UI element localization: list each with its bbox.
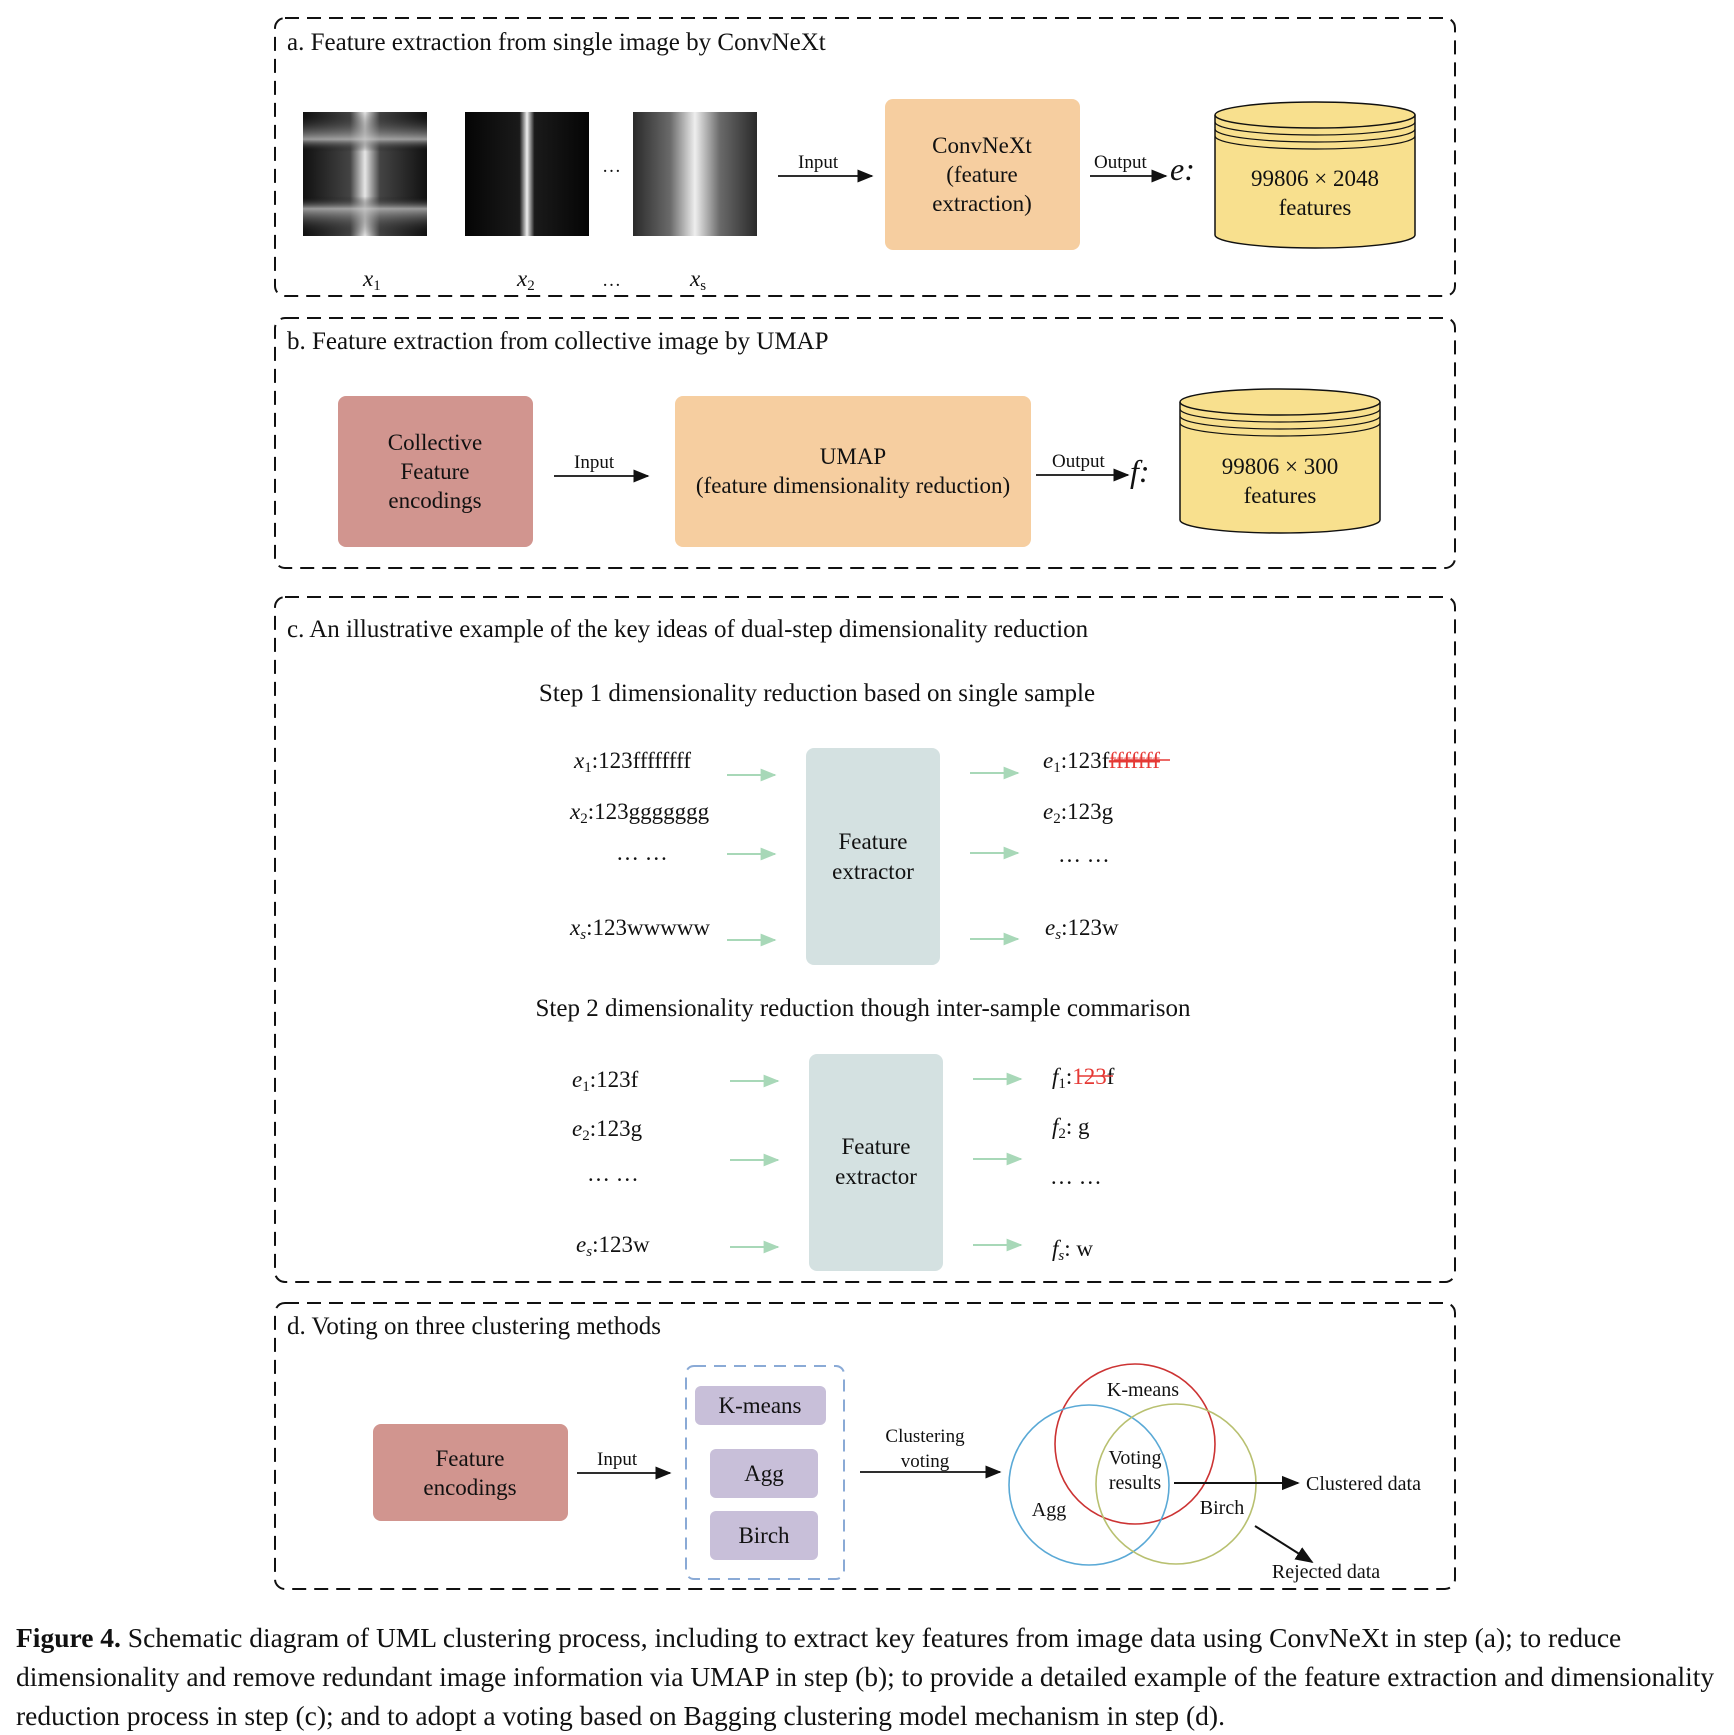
input-label-a: Input [798,152,839,173]
step1-extractor-line2: extractor [832,859,914,884]
convnext-box-line3: extraction) [932,191,1032,216]
var-f: f: [1130,453,1150,489]
image-xs-label: xs [689,266,706,294]
collective-box-line1: Collective [388,430,483,455]
step1-extractor-box [806,748,940,965]
umap-box [675,396,1031,547]
clustered-data-label: Clustered data [1306,1473,1421,1495]
input-label-b: Input [574,452,615,473]
step2-input-ellipsis: … … [587,1161,639,1186]
image-xs [633,112,757,236]
convnext-box-line2: (feature [946,162,1018,187]
database-a-line2: features [1279,195,1352,220]
collective-box-line3: encodings [388,488,481,513]
umap-box-line1: UMAP [820,444,886,469]
birch-box [710,1511,818,1560]
rejected-data-label: Rejected data [1272,1561,1380,1583]
image-x1-highlights [303,112,427,236]
output-label-a: Output [1094,152,1148,173]
image-x2 [465,112,589,236]
labels-ellipsis: … [602,270,621,291]
database-b-line2: features [1244,483,1317,508]
agg-label: Agg [744,1461,784,1486]
step2-input-s: es:123w [576,1232,650,1260]
output-label-b: Output [1052,451,1106,472]
database-b-line1: 99806 × 300 [1222,454,1338,479]
venn-kmeans-circle [1054,1363,1216,1525]
var-e: e: [1170,151,1195,187]
venn-center-line2: results [1109,1472,1161,1494]
panel-c: c. An illustrative example of the key id… [274,596,1456,1283]
database-b [1179,388,1381,534]
collective-box-line2: Feature [401,459,470,484]
panel-d-title: d. Voting on three clustering methods [287,1313,661,1340]
step1-extractor-line1: Feature [839,829,908,854]
caption-text: Schematic diagram of UML clustering proc… [16,1622,1715,1731]
step2-input-1: e1:123f [572,1067,639,1095]
convnext-box [885,99,1080,250]
step1-input-ellipsis: … … [616,840,668,865]
input-label-d: Input [597,1449,638,1470]
step2-extractor-line1: Feature [842,1134,911,1159]
collective-encodings-box [338,396,533,547]
image-x2-label: x2 [516,266,535,294]
voting-label-line1: Clustering [885,1426,965,1447]
umap-box-line2: (feature dimensionality reduction) [696,473,1010,498]
database-a-line1: 99806 × 2048 [1251,166,1379,191]
images-ellipsis: … [602,156,621,177]
venn-agg-label: Agg [1032,1499,1066,1521]
step1-output-2: e2:123g [1043,799,1114,827]
panel-a-title: a. Feature extraction from single image … [287,29,826,56]
methods-group [685,1365,845,1580]
agg-box [710,1449,818,1498]
feature-encodings-line2: encodings [423,1475,516,1500]
step1-output-1: e1:123ffffffff [1043,748,1160,776]
step1-input-2: x2:123ggggggg [569,799,710,827]
step1-input-1: x1:123ffffffff [573,748,691,776]
panel-d: d. Voting on three clustering methods Fe… [274,1302,1456,1590]
panel-a: a. Feature extraction from single image … [274,17,1456,297]
voting-label-line2: voting [901,1451,950,1472]
step1-output-ellipsis: … … [1058,842,1110,867]
step2-heading: Step 2 dimensionality reduction though i… [536,995,1191,1022]
image-x1-label: x1 [362,266,381,294]
venn-kmeans-label: K-means [1107,1379,1179,1401]
step2-output-1: f1:123f [1052,1064,1115,1092]
rejected-arrow [1254,1525,1314,1563]
diagram-canvas: a. Feature extraction from single image … [274,17,1456,1590]
step2-input-2: e2:123g [572,1116,643,1144]
step2-output-ellipsis: … … [1050,1164,1102,1189]
panel-b: b. Feature extraction from collective im… [274,317,1456,569]
feature-encodings-line1: Feature [436,1446,505,1471]
panel-b-title: b. Feature extraction from collective im… [287,328,829,355]
step2-output-s: fs: w [1052,1236,1093,1264]
figure-caption: Figure 4. Schematic diagram of UML clust… [16,1618,1716,1735]
venn-center-line1: Voting [1109,1447,1162,1469]
step2-extractor-line2: extractor [835,1164,917,1189]
feature-encodings-box [373,1424,568,1521]
step2-output-2: f2: g [1052,1114,1090,1142]
convnext-box-line1: ConvNeXt [932,133,1032,158]
panel-c-border [274,596,1456,1283]
step2-extractor-box [809,1054,943,1271]
step1-output-s: es:123w [1045,915,1119,943]
database-a [1214,101,1416,249]
step1-heading: Step 1 dimensionality reduction based on… [539,680,1095,707]
panel-b-border [274,317,1456,569]
step1-input-s: xs:123wwwww [569,915,710,943]
venn-birch-label: Birch [1200,1497,1244,1519]
panel-c-title: c. An illustrative example of the key id… [287,616,1089,643]
caption-label: Figure 4. [16,1622,121,1653]
kmeans-box [695,1386,826,1425]
panel-d-border [274,1302,1456,1590]
kmeans-label: K-means [718,1393,801,1418]
panel-a-border [274,17,1456,297]
venn-agg-circle [1008,1404,1170,1566]
birch-label: Birch [738,1523,790,1548]
